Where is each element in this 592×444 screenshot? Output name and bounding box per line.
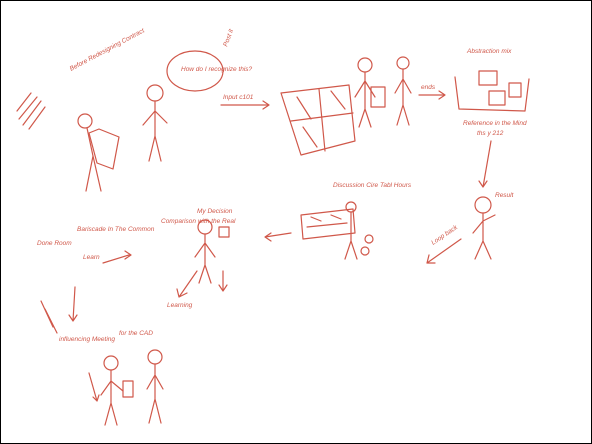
svg-text:Abstraction mix: Abstraction mix xyxy=(466,48,512,55)
stick-figure-right: Result xyxy=(473,192,515,259)
svg-text:Discussion Cire Tabl Hours: Discussion Cire Tabl Hours xyxy=(333,182,412,189)
stick-figure-thinking xyxy=(143,85,167,161)
bottom-meeting: influencing Meeting for the CAD xyxy=(59,330,163,425)
discussion-arrow xyxy=(265,233,291,241)
left-margin-notes xyxy=(17,93,45,129)
down-arrow xyxy=(479,141,491,187)
svg-text:for the CAD: for the CAD xyxy=(119,330,153,337)
left-down-arrow xyxy=(41,287,77,333)
svg-text:How do I recognize this?: How do I recognize this? xyxy=(181,66,253,73)
svg-text:Result: Result xyxy=(495,192,515,199)
storyboard-grid xyxy=(281,85,355,155)
ends-arrow: ends xyxy=(419,84,445,99)
input-arrow: Input c101 xyxy=(221,94,269,109)
svg-text:Learning: Learning xyxy=(167,302,193,309)
branch-arrows: Learning xyxy=(167,271,227,309)
thought-bubble: How do I recognize this? xyxy=(167,51,253,91)
svg-text:My Decision: My Decision xyxy=(197,208,233,215)
svg-text:Comparison with the Real: Comparison with the Real xyxy=(161,218,236,225)
svg-text:Learn: Learn xyxy=(83,254,100,261)
abstraction-sketch: Abstraction mix Reference in the Mind th… xyxy=(455,48,529,137)
bariscade-note: Bariscade In The Common Done Room Learn xyxy=(37,226,155,263)
stick-figure-b xyxy=(395,57,411,125)
svg-text:Input c101: Input c101 xyxy=(223,94,254,101)
svg-text:Bariscade In The Common: Bariscade In The Common xyxy=(77,226,155,233)
sticky-note: Post it xyxy=(222,27,235,47)
loop-arrow: Loop back xyxy=(427,224,461,263)
svg-text:Post it: Post it xyxy=(222,27,235,47)
svg-text:ends: ends xyxy=(421,84,436,91)
before-title: Before Redesigning Contract xyxy=(69,27,147,73)
svg-text:influencing Meeting: influencing Meeting xyxy=(59,336,115,343)
my-decision: My Decision Comparison with the Real xyxy=(161,208,236,283)
discussion-table: Discussion Cire Tabl Hours xyxy=(301,182,412,259)
svg-text:Done Room: Done Room xyxy=(37,240,72,247)
stick-figure-a xyxy=(355,58,385,127)
stick-figure-with-board xyxy=(78,114,119,191)
svg-text:ths y 212: ths y 212 xyxy=(477,130,504,137)
svg-text:Reference in the Mind: Reference in the Mind xyxy=(463,120,527,127)
